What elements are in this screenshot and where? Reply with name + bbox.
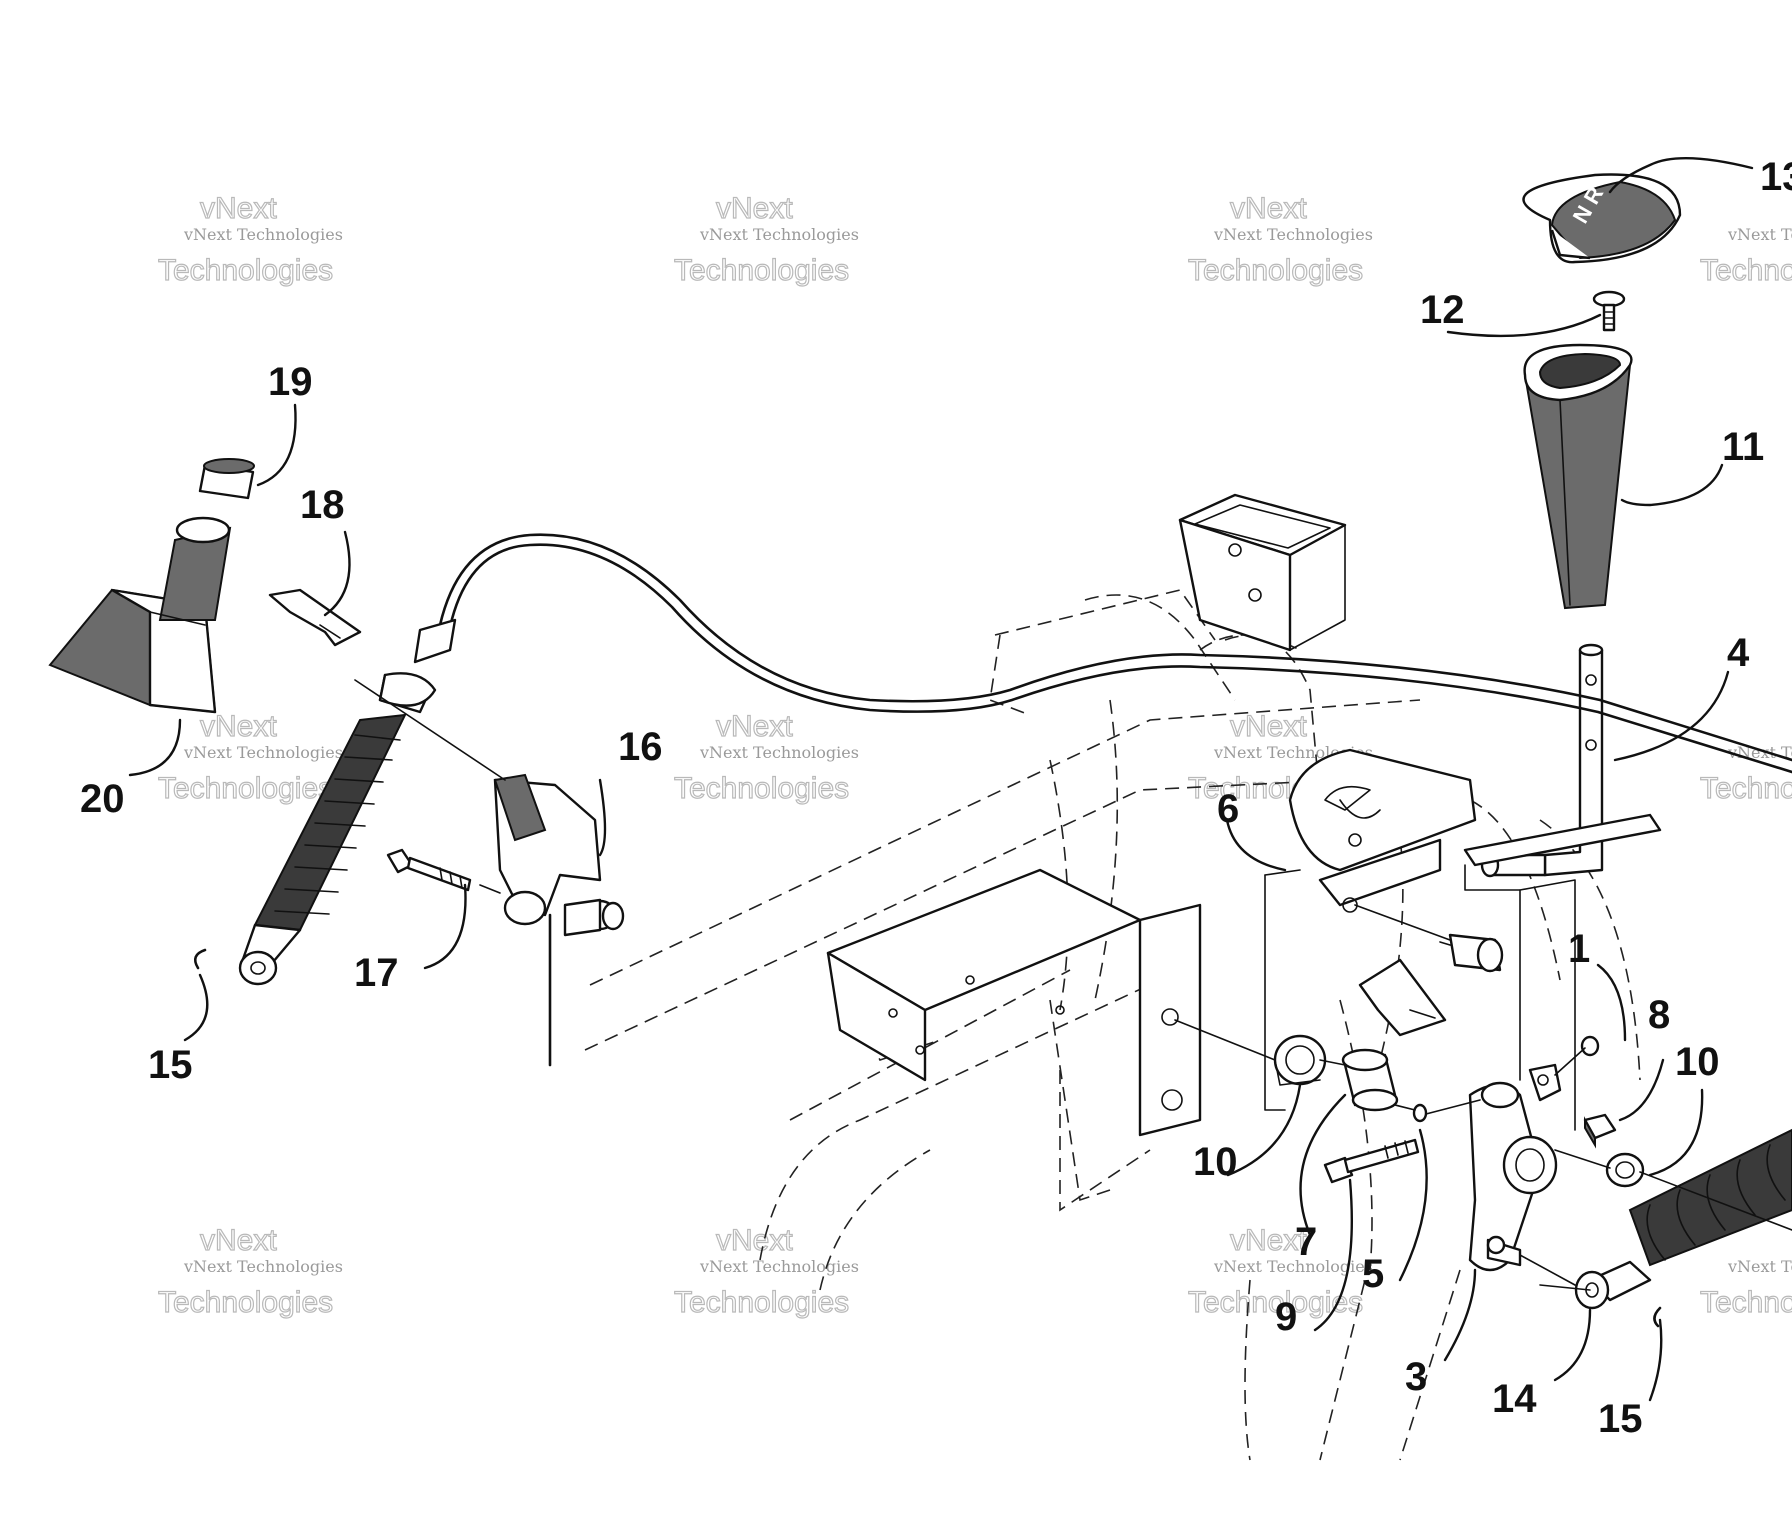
- watermark-tc: vNext vNext Technologies Technologies: [673, 191, 859, 287]
- svg-text:vNext: vNext: [200, 192, 277, 225]
- part-15-clip-left: [193, 948, 207, 970]
- svg-text:vNext Technologies: vNext Technologies: [1213, 1257, 1373, 1276]
- svg-text:vNext Technologies: vNext Technologies: [183, 1257, 343, 1276]
- part-18-clip: [268, 588, 362, 647]
- part-20-cover: [48, 516, 232, 714]
- callout-19: 19: [268, 360, 313, 404]
- callout-8: 8: [1648, 993, 1670, 1037]
- svg-text:vNext Technologies: vNext Technologies: [1727, 225, 1792, 244]
- callout-7: 7: [1295, 1220, 1317, 1264]
- part-1-washer: [1580, 1035, 1600, 1057]
- svg-text:vNext Technologies: vNext Technologies: [699, 1257, 859, 1276]
- watermark-mc: vNext vNext Technologies Technologies: [673, 709, 859, 805]
- assembly-lines: [354, 679, 1792, 1286]
- part-10-bushing-right: [1605, 1152, 1645, 1188]
- svg-text:vNext: vNext: [1230, 192, 1307, 225]
- svg-text:vNext: vNext: [1230, 1224, 1307, 1257]
- shift-cable: [438, 533, 1792, 774]
- part-8-block: [1583, 1113, 1617, 1149]
- part-10-bushing-left: [1273, 1034, 1327, 1086]
- svg-text:vNext: vNext: [716, 1224, 793, 1257]
- part-9-bolt: [1323, 1138, 1420, 1184]
- svg-text:Technologies: Technologies: [158, 254, 333, 287]
- callout-11: 11: [1722, 425, 1764, 469]
- svg-text:vNext Technologies: vNext Technologies: [1213, 225, 1373, 244]
- callout-20: 20: [80, 777, 125, 821]
- part-3-lever-arm: [1468, 1063, 1562, 1272]
- shim-plate: [1358, 958, 1447, 1037]
- svg-text:vNext Technologies: vNext Technologies: [183, 225, 343, 244]
- leader-lines: [128, 156, 1754, 1402]
- svg-text:Technologies: Technologies: [674, 254, 849, 287]
- watermark-edge-top: vNext Technologies Technologies: [1699, 225, 1792, 288]
- callout-12: 12: [1420, 288, 1465, 332]
- callout-10-left: 10: [1193, 1140, 1238, 1184]
- svg-text:vNext: vNext: [1230, 710, 1307, 743]
- svg-text:Technologies: Technologies: [158, 772, 333, 805]
- svg-text:vNext: vNext: [716, 192, 793, 225]
- part-13-knob: N R: [1522, 173, 1682, 264]
- pedal-mount-box: [1178, 493, 1347, 652]
- svg-text:vNext Technologies: vNext Technologies: [1727, 1257, 1792, 1276]
- svg-text:vNext Technologies: vNext Technologies: [183, 743, 343, 762]
- part-4-shift-rod: [1463, 643, 1662, 1131]
- watermark-tl: vNext vNext Technologies Technologies: [157, 191, 343, 287]
- callout-16: 16: [618, 725, 663, 769]
- watermark-tr: vNext vNext Technologies Technologies: [1187, 191, 1373, 287]
- callout-15-right: 15: [1598, 1397, 1643, 1441]
- part-12-screw: [1592, 290, 1626, 332]
- part-5-washer: [1412, 1103, 1428, 1123]
- svg-text:Technologies: Technologies: [1188, 1286, 1363, 1319]
- cable-end-bellows: [238, 618, 457, 986]
- svg-text:vNext Technologies: vNext Technologies: [699, 743, 859, 762]
- callout-13: 13: [1760, 155, 1792, 199]
- part-17-bolt: [386, 848, 472, 892]
- svg-text:vNext: vNext: [716, 710, 793, 743]
- callout-9: 9: [1275, 1295, 1297, 1339]
- svg-text:vNext Technologies: vNext Technologies: [699, 225, 859, 244]
- svg-text:Technologies: Technologies: [1700, 254, 1792, 287]
- part-11-sleeve: [1523, 343, 1633, 610]
- callout-6: 6: [1217, 787, 1239, 831]
- callout-10-right: 10: [1675, 1040, 1720, 1084]
- watermark-ml: vNext vNext Technologies Technologies: [157, 709, 343, 805]
- callout-5: 5: [1362, 1252, 1384, 1296]
- svg-text:Technologies: Technologies: [1700, 772, 1792, 805]
- callout-4: 4: [1727, 631, 1750, 675]
- callout-15-left: 15: [148, 1043, 193, 1087]
- part-19-bushing: [198, 458, 255, 500]
- callout-labels: 13 12 11 4 19 18 20 16 17 15 6 1 8 10 10…: [80, 155, 1792, 1441]
- svg-text:Technologies: Technologies: [158, 1286, 333, 1319]
- watermark-edge-bottom: vNext Technologies Technologies: [1699, 1257, 1792, 1320]
- watermark-layer: vNext vNext Technologies Technologies vN…: [157, 191, 1792, 1320]
- watermark-br: vNext vNext Technologies Technologies: [1187, 1223, 1373, 1319]
- callout-3: 3: [1405, 1355, 1427, 1399]
- watermark-bl: vNext vNext Technologies Technologies: [157, 1223, 343, 1319]
- callout-14: 14: [1492, 1377, 1537, 1421]
- watermark-edge-mid: vNext Technologies Technologies: [1699, 743, 1792, 806]
- part-7-bushing: [1341, 1048, 1399, 1112]
- svg-text:Technologies: Technologies: [1188, 254, 1363, 287]
- bushing-bolt: [1439, 933, 1504, 973]
- svg-text:Technologies: Technologies: [1700, 1286, 1792, 1319]
- callout-17: 17: [354, 951, 399, 995]
- frame-phantom: [584, 589, 1641, 1461]
- right-spring-assembly: [1539, 1128, 1792, 1328]
- svg-text:vNext: vNext: [200, 1224, 277, 1257]
- svg-text:Technologies: Technologies: [674, 772, 849, 805]
- callout-1: 1: [1568, 927, 1590, 971]
- svg-text:Technologies: Technologies: [674, 1286, 849, 1319]
- svg-text:vNext Technologies: vNext Technologies: [1727, 743, 1792, 762]
- callout-18: 18: [300, 483, 345, 527]
- svg-text:vNext: vNext: [200, 710, 277, 743]
- part-16-bracket: [493, 773, 625, 1067]
- watermark-bc: vNext vNext Technologies Technologies: [673, 1223, 859, 1319]
- part-6-lever-bracket: [1264, 748, 1477, 1111]
- frame-crossmember: [826, 868, 1202, 1137]
